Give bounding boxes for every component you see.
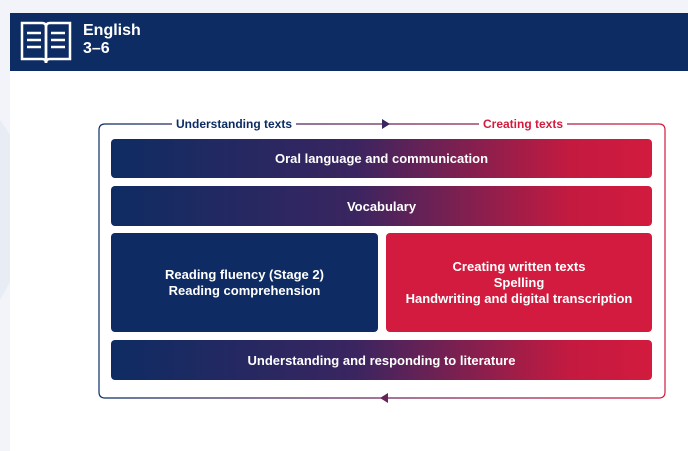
header-bar: English 3–6 bbox=[10, 13, 688, 71]
creating-texts-label: Creating texts bbox=[479, 117, 568, 131]
english-diagram: Understanding texts Creating texts Oral … bbox=[10, 13, 688, 451]
bottom-arrow-icon bbox=[380, 393, 388, 403]
book-icon bbox=[20, 21, 72, 64]
frame-outline bbox=[98, 123, 666, 399]
oral-language-bar: Oral language and communication bbox=[111, 139, 652, 178]
cycle-frame bbox=[98, 119, 666, 403]
vocabulary-bar: Vocabulary bbox=[111, 186, 652, 226]
creating-line-2: Spelling bbox=[493, 274, 545, 290]
english-panel: English 3–6 Understanding texts Creating… bbox=[10, 13, 688, 451]
top-arrow-icon bbox=[382, 119, 390, 129]
page-title: English 3–6 bbox=[83, 22, 141, 58]
understanding-texts-label: Understanding texts bbox=[172, 117, 297, 131]
reading-line-1: Reading fluency (Stage 2) bbox=[165, 266, 324, 282]
title-line-1: English bbox=[83, 22, 141, 39]
creating-line-3: Handwriting and digital transcription bbox=[405, 290, 633, 306]
creating-box: Creating written texts Spelling Handwrit… bbox=[386, 233, 652, 332]
literature-bar: Understanding and responding to literatu… bbox=[111, 340, 652, 380]
reading-line-2: Reading comprehension bbox=[168, 282, 321, 298]
reading-box: Reading fluency (Stage 2) Reading compre… bbox=[111, 233, 378, 332]
title-line-2: 3–6 bbox=[83, 40, 110, 57]
creating-line-1: Creating written texts bbox=[452, 258, 586, 274]
